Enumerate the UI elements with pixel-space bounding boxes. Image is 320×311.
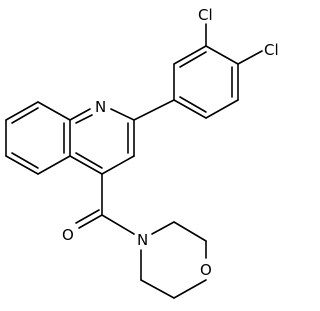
cl-right-label: Cl <box>264 41 279 59</box>
morpholine-ring <box>140 221 207 299</box>
bond <box>205 99 239 119</box>
bond <box>37 101 71 121</box>
morpholine-oxygen-label: O <box>200 261 212 279</box>
c-o-double-bond <box>75 209 100 224</box>
bond <box>173 45 207 65</box>
double-bond-inner <box>75 114 93 124</box>
morpholine-nitrogen-label: N <box>137 231 148 249</box>
bond <box>173 221 207 242</box>
carbonyl-oxygen-label: O <box>62 226 74 244</box>
c-cl-bond <box>237 50 263 65</box>
dichlorophenyl-ring <box>173 23 263 119</box>
bond <box>69 155 103 175</box>
bond <box>69 108 91 121</box>
quinoline-nitrogen-label: N <box>95 98 106 116</box>
bond <box>101 155 135 175</box>
bond <box>205 45 239 65</box>
double-bond-inner <box>75 152 103 169</box>
bond <box>37 155 71 175</box>
bond <box>5 101 39 121</box>
aryl-link-bond <box>133 99 175 121</box>
bond <box>5 155 39 175</box>
carbonyl-group <box>75 173 135 235</box>
double-bond-inner <box>11 152 39 169</box>
bond <box>173 99 207 119</box>
quinoline-pyridine-ring <box>69 108 135 175</box>
cl-top-label: Cl <box>198 6 213 24</box>
double-bond-inner <box>11 107 39 124</box>
bond <box>173 279 207 299</box>
c-o-double-bond <box>78 214 103 229</box>
quinoline-benzo-ring <box>5 101 71 175</box>
bond <box>151 221 175 235</box>
bond <box>140 279 175 299</box>
double-bond-inner <box>179 51 207 68</box>
bond <box>110 108 135 121</box>
c-n-bond <box>101 214 135 235</box>
double-bond-inner <box>179 96 207 113</box>
molecule-diagram: Cl Cl N O N O <box>5 6 279 299</box>
structure-canvas: Cl Cl N O N O <box>5 6 279 299</box>
